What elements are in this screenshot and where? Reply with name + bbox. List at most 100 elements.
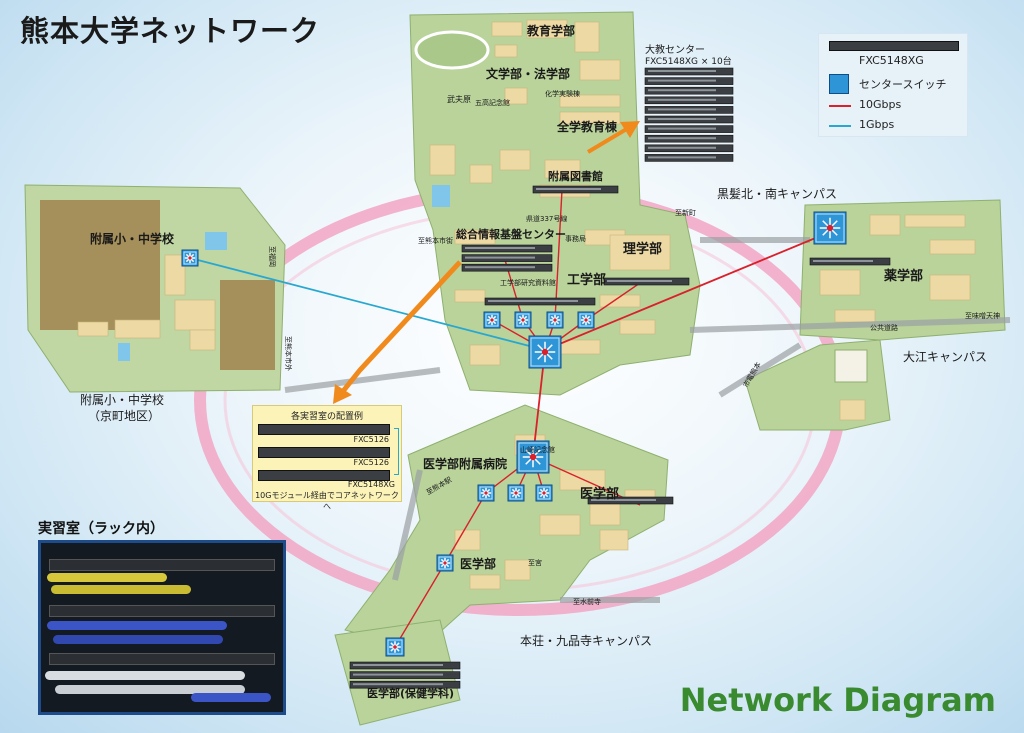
center-switch-kogaku-4 [577, 311, 595, 329]
orange-arrow-icon [333, 121, 640, 404]
pool [432, 185, 450, 207]
road-1 [284, 237, 1011, 603]
photo-label: 実習室（ラック内） [38, 521, 164, 537]
cable-1g-fuzoku [189, 257, 546, 351]
rack-group [349, 67, 891, 689]
label-kogaku: 工学部 [567, 272, 606, 288]
legend-center-switch: センタースイッチ [859, 78, 947, 91]
fuzoku-field-2 [220, 280, 275, 370]
kurokami-buildings [429, 19, 671, 366]
label-campus-oe: 大江キャンパス [903, 350, 987, 364]
cable-10g-igaku [444, 492, 487, 564]
legend-1g-line [829, 125, 851, 127]
oe-switch [809, 257, 891, 266]
rack-example-title: 各実習室の配置例 [290, 412, 363, 422]
center-switch-igaku-2 [507, 484, 525, 502]
daikyo-switch [644, 96, 734, 105]
fuzoku-buildings [77, 254, 216, 351]
label-yakugaku: 薬学部 [883, 268, 923, 284]
rack-example-box: 各実習室の配置例 FXC5126 FXC5126 FXC5148XG 10Gモジ… [252, 405, 402, 511]
daikyo-switch [644, 67, 734, 76]
label-fuku: 至福岡 [268, 246, 277, 267]
daikyo-switch [644, 86, 734, 95]
oe-lower-area [744, 339, 891, 431]
label-koukyo: 公共道路 [870, 323, 898, 332]
server-rack-photo [38, 540, 286, 715]
rack-example-sw3-label: FXC5148XG [347, 480, 395, 489]
oe-campus-area [799, 199, 1006, 341]
sogo-switch [461, 254, 553, 262]
label-bungaku: 文学部・法学部 [486, 66, 570, 81]
label-igaku-1: 医学部 [580, 486, 619, 502]
center-switch-fuzoku [181, 249, 199, 267]
center-switch-hoken [385, 637, 405, 657]
label-campus-fuzoku: 附属小・中学校 [80, 392, 164, 407]
page-title: 熊本大学ネットワーク [20, 14, 321, 48]
daikyo-switch [644, 77, 734, 85]
rack-example-sw1-label: FXC5126 [353, 435, 389, 444]
label-kagaku: 化学実験棟 [545, 89, 580, 98]
center-switch-igaku-4 [436, 554, 454, 572]
rack-example-sw1 [258, 424, 390, 435]
hoken-switch [349, 671, 461, 679]
center-switch-igaku-1 [477, 484, 495, 502]
hoken-switch [349, 661, 461, 670]
label-byoin: 医学部附属病院 [423, 456, 507, 471]
center-switch-kogaku-2 [514, 311, 532, 329]
label-daikyo-title: 大教センター [645, 43, 705, 56]
legend-switch-icon [829, 41, 959, 51]
rack-example-sw2 [258, 447, 390, 458]
center-switch-kogaku-1 [483, 311, 501, 329]
label-gokou: 五高記念館 [475, 98, 510, 107]
rack-example-sw3 [258, 470, 390, 481]
fuzoku-pool [205, 232, 227, 250]
photo-cable-blue-3 [191, 693, 271, 702]
center-switch-igaku-3 [535, 484, 553, 502]
photo-switch-3 [49, 653, 275, 665]
byoin-switch [587, 496, 674, 505]
hoken-switch [349, 680, 461, 689]
label-campus-honjo: 本荘・九品寺キャンパス [520, 634, 652, 648]
legend-box: FXC5148XG センタースイッチ 10Gbps 1Gbps [818, 33, 968, 137]
honjo-buildings [454, 434, 656, 590]
label-shisei: 至熊本市街 [418, 236, 453, 245]
cable-10g-hoken [394, 562, 446, 648]
legend-10g-line [829, 105, 851, 107]
core-rack-switch [484, 297, 596, 306]
label-hoken: 医学部(保健学科) [367, 686, 454, 700]
switch-group [181, 211, 847, 657]
label-rigaku: 理学部 [623, 241, 662, 257]
label-yamazaki: 山崎記念館 [520, 445, 555, 454]
daikyo-switch [644, 134, 734, 143]
cable-10g-oe [544, 231, 831, 351]
label-jimu: 事務局 [565, 234, 586, 243]
legend-1g-label: 1Gbps [859, 118, 895, 131]
photo-switch-2 [49, 605, 275, 617]
cable-10g-kogaku [585, 282, 641, 321]
honjo-campus-area [344, 404, 669, 651]
label-igaku-2: 医学部 [460, 556, 496, 571]
legend-switch-label: FXC5148XG [859, 54, 924, 67]
daikyo-switch [644, 125, 734, 133]
sogo-switch [461, 244, 553, 253]
photo-cable-white-2 [55, 685, 245, 694]
center-switch-oe [813, 211, 847, 245]
label-kogaku-shiryo: 工学部研究資料館 [500, 278, 556, 287]
label-koko: 至宮 [528, 558, 542, 567]
fuzoku-pool-2 [118, 343, 130, 361]
photo-cable-blue [47, 621, 227, 630]
label-campus-fuzoku-district: （京町地区） [88, 409, 160, 423]
oe-buildings [819, 214, 976, 421]
label-suizenji: 至水前寺 [573, 597, 601, 606]
center-switch-core [528, 335, 562, 369]
fuzoku-field-1 [40, 200, 160, 330]
label-sogo: 総合情報基盤センター [456, 227, 566, 241]
center-switch-byoin [516, 440, 550, 474]
label-kyoiku: 教育学部 [526, 23, 575, 38]
center-switch-kogaku-3 [546, 311, 564, 329]
daikyo-switch [644, 144, 734, 153]
sogo-switch [461, 263, 553, 272]
track-field [414, 30, 490, 70]
label-fuzoku-school: 附属小・中学校 [90, 231, 175, 246]
